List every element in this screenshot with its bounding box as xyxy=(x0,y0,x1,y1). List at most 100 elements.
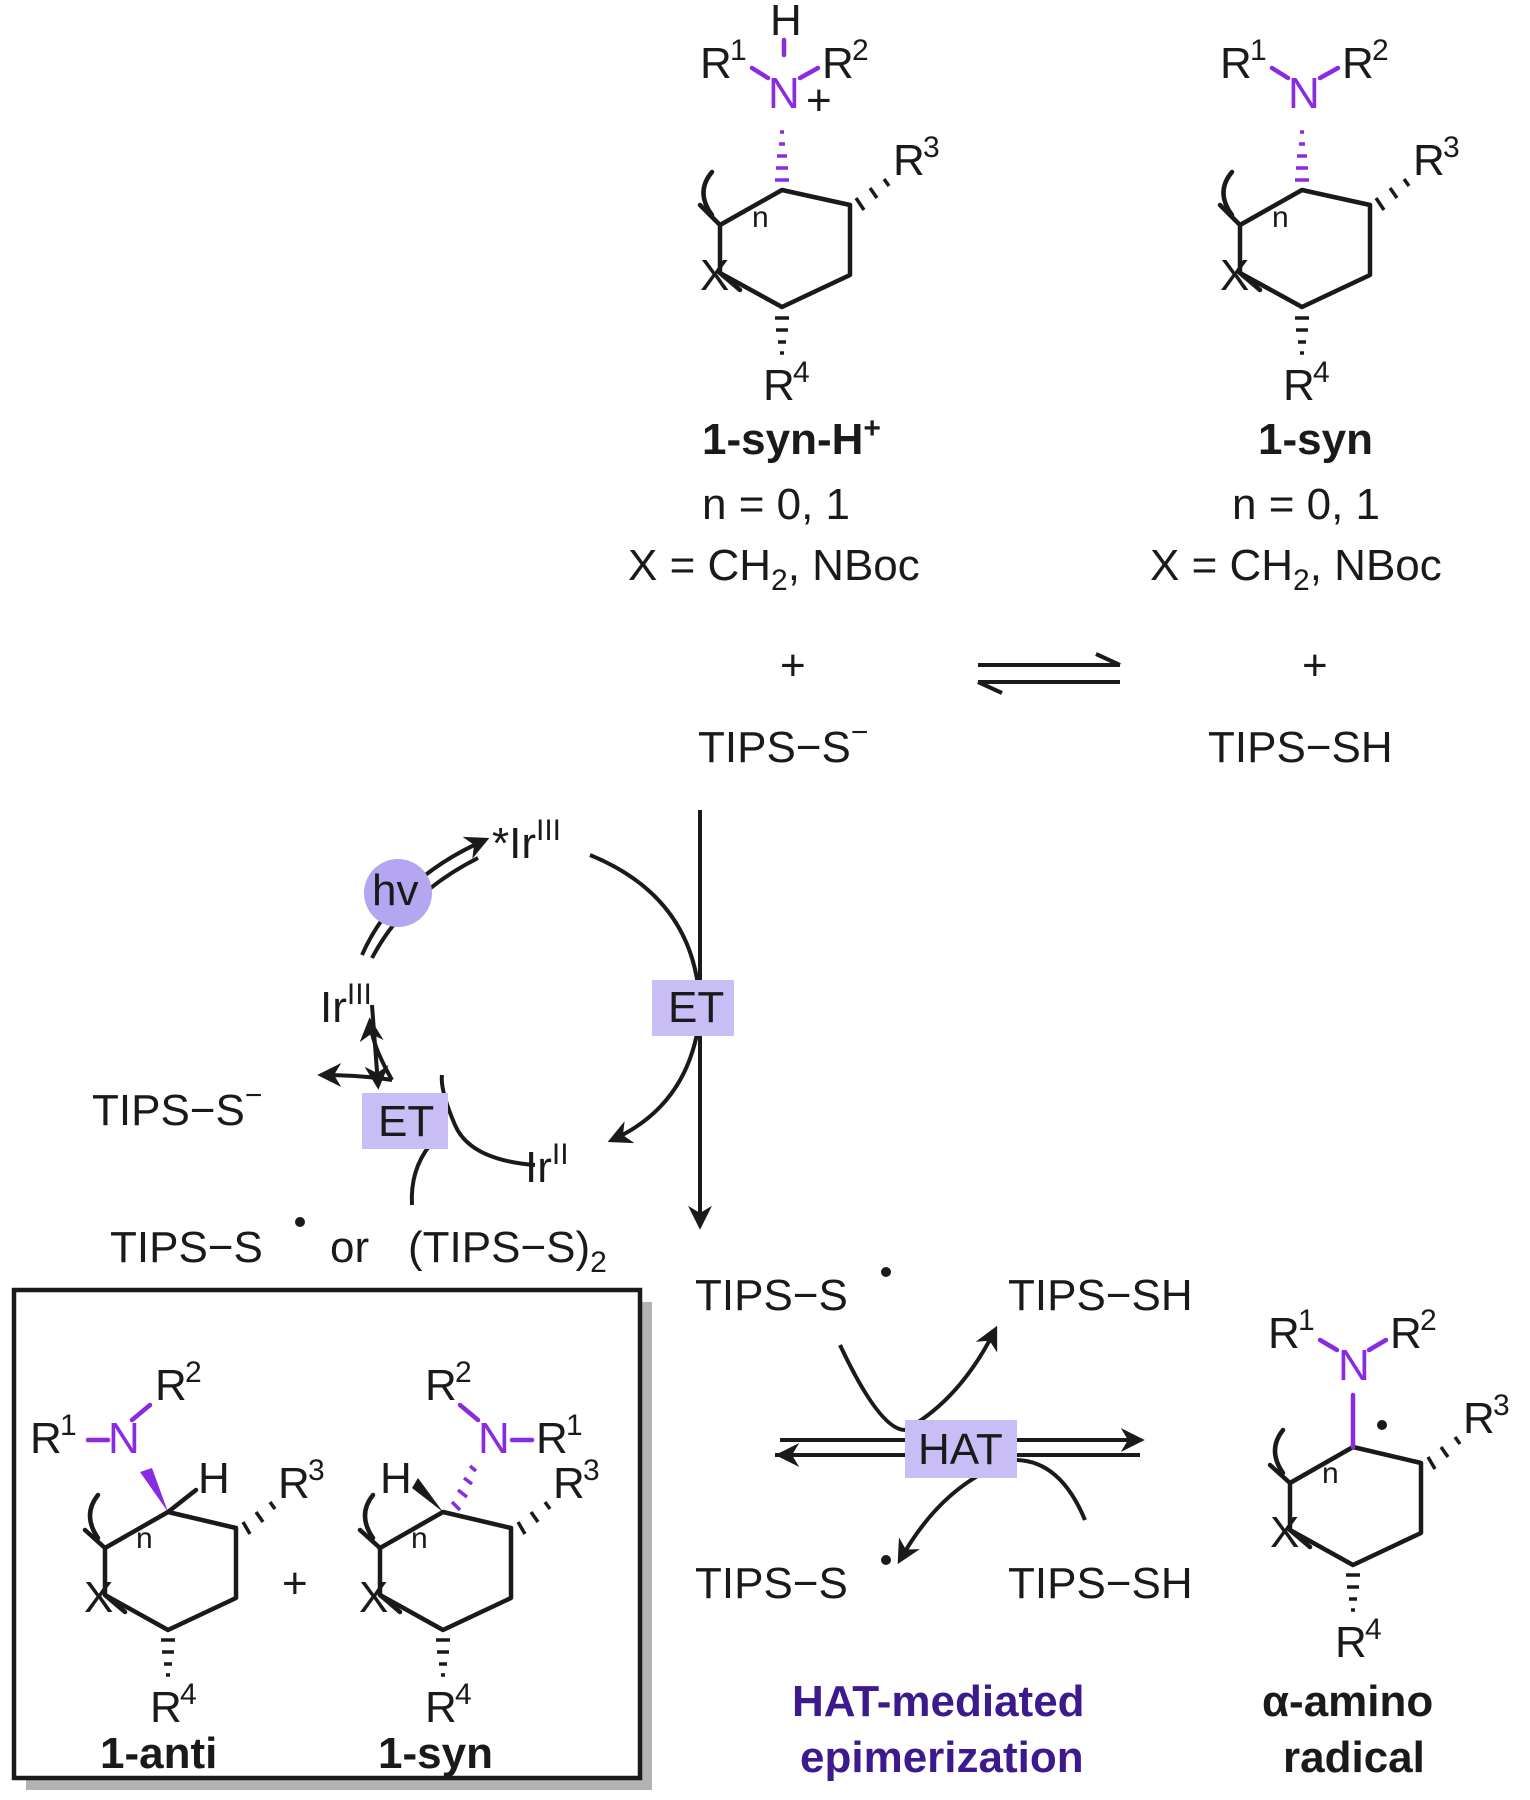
r4-sup: 4 xyxy=(1313,356,1330,389)
x-values: X = CH2, NBoc xyxy=(1150,541,1442,597)
r2-sup: 2 xyxy=(455,1356,472,1389)
atom-r2: R xyxy=(822,39,854,88)
structure-1-syn-box: n X N H R 1 R 2 R 3 R 4 1-syn xyxy=(357,1356,600,1778)
atom-h: H xyxy=(198,1454,230,1503)
n-wedge-bond xyxy=(140,1468,168,1512)
atom-x: X xyxy=(1220,251,1249,300)
atom-r4: R xyxy=(1283,361,1315,410)
x-values: X = CH2, NBoc xyxy=(628,541,920,597)
hat-caption-2: epimerization xyxy=(800,1733,1084,1782)
compound-name: 1-syn xyxy=(1258,415,1373,464)
atom-r2: R xyxy=(1390,1309,1422,1358)
hv-label: hv xyxy=(372,866,418,915)
r1-sup: 1 xyxy=(1250,34,1267,67)
atom-h: H xyxy=(770,0,802,45)
ring-size-n: n xyxy=(752,201,769,234)
atom-r2: R xyxy=(425,1361,457,1410)
box-frame xyxy=(11,1287,643,1781)
radical-caption-2: radical xyxy=(1283,1733,1425,1782)
n-values: n = 0, 1 xyxy=(1232,480,1380,529)
r2-sup: 2 xyxy=(185,1356,202,1389)
atom-n: N xyxy=(478,1414,510,1463)
n-ring-hash-bond xyxy=(1295,130,1309,182)
r3-sup: 3 xyxy=(1443,131,1460,164)
r3-hash-bond xyxy=(516,1500,552,1535)
radical-caption-1: α-amino xyxy=(1262,1677,1433,1726)
et-box-main xyxy=(652,980,734,1036)
equilibrium-arrows xyxy=(977,652,1121,695)
ring-size-n: n xyxy=(136,1522,153,1555)
atom-r2: R xyxy=(155,1361,187,1410)
r3-hash-bond xyxy=(1426,1435,1462,1470)
plus-sign: + xyxy=(780,641,806,690)
hat-top-right: TIPS−SH xyxy=(1008,1271,1193,1320)
thiol-reagent: TIPS−SH xyxy=(1208,723,1393,772)
thiolate-anion: TIPS−S− xyxy=(92,1079,262,1135)
atom-r2: R xyxy=(1342,39,1374,88)
r3-hash-bond xyxy=(1374,177,1411,211)
structure-1-syn-h-plus: n X H N + R 1 R 2 R 3 R 4 1-syn-H+ n = 0… xyxy=(628,0,940,772)
r3-sup: 3 xyxy=(583,1454,600,1487)
radical-dot xyxy=(1377,1420,1387,1430)
atom-h: H xyxy=(380,1454,412,1503)
r4-hash-bond xyxy=(436,1638,450,1677)
hat-bottom-right: TIPS−SH xyxy=(1008,1559,1193,1608)
ring-size-n: n xyxy=(411,1522,428,1555)
thiyl-radical: TIPS−S xyxy=(110,1223,263,1272)
et-cycle-label: ET xyxy=(378,1097,434,1146)
structure-alpha-amino-radical: n X N R 1 R 2 R 3 R 4 α-amino radical xyxy=(1262,1304,1510,1782)
product-box: n X N H R 1 R 2 R 3 R 4 1-anti + xyxy=(11,1287,652,1790)
atom-r1: R xyxy=(536,1414,568,1463)
compound-name: 1-syn-H+ xyxy=(702,412,881,464)
anti-label: 1-anti xyxy=(100,1729,217,1778)
hat-box-label: HAT xyxy=(918,1425,1003,1474)
hat-caption-1: HAT-mediated xyxy=(792,1677,1085,1726)
r1-sup: 1 xyxy=(730,34,747,67)
atom-n: N xyxy=(768,69,800,118)
atom-r1: R xyxy=(1220,39,1252,88)
r1-sup: 1 xyxy=(1298,1304,1315,1337)
atom-r1: R xyxy=(1268,1309,1300,1358)
r4-sup: 4 xyxy=(793,356,810,389)
n-ring-hash-bond xyxy=(775,130,789,182)
ring-size-n: n xyxy=(1272,201,1289,234)
r1-sup: 1 xyxy=(60,1409,77,1442)
ring-size-n: n xyxy=(1322,1457,1339,1490)
ir-ii-label: IrII xyxy=(525,1138,569,1192)
r3-hash-bond xyxy=(241,1500,277,1535)
to-thiolate-arrow xyxy=(317,1063,393,1088)
atom-r4: R xyxy=(150,1683,182,1732)
radical-dot xyxy=(881,1267,891,1277)
atom-n: N xyxy=(1338,1341,1370,1390)
r1-sup: 1 xyxy=(566,1409,583,1442)
to-thiyl-line xyxy=(409,1143,432,1206)
atom-x: X xyxy=(84,1573,113,1622)
r4-sup: 4 xyxy=(455,1678,472,1711)
r2-sup: 2 xyxy=(852,34,869,67)
atom-x: X xyxy=(359,1573,388,1622)
photoredox-cycle: hv *IrIII IrIII IrII ET ET TIPS−S− TIPS−… xyxy=(92,810,734,1279)
atom-r3: R xyxy=(278,1459,310,1508)
or-word: or xyxy=(330,1223,369,1272)
n-hash-bond xyxy=(450,1464,478,1512)
et-box-cycle xyxy=(362,1093,448,1149)
hat-top-left: TIPS−S xyxy=(695,1271,848,1320)
h-wedge-bond xyxy=(412,1478,443,1512)
r4-hash-bond xyxy=(775,316,789,355)
r4-sup: 4 xyxy=(1365,1613,1382,1646)
radical-dot xyxy=(295,1217,305,1227)
cycle-arc-bottom xyxy=(439,1074,536,1167)
hat-bottom-left: TIPS−S xyxy=(695,1559,848,1608)
r3-sup: 3 xyxy=(1493,1389,1510,1422)
atom-x: X xyxy=(700,251,729,300)
atom-x: X xyxy=(1270,1508,1299,1557)
atom-r3: R xyxy=(1413,136,1445,185)
r4-hash-bond xyxy=(1346,1573,1360,1612)
r4-hash-bond xyxy=(161,1638,175,1677)
r3-sup: 3 xyxy=(308,1454,325,1487)
atom-r4: R xyxy=(1335,1618,1367,1667)
plus-sign: + xyxy=(1302,641,1328,690)
r3-hash-bond xyxy=(854,177,891,211)
hv-circle xyxy=(364,859,432,927)
